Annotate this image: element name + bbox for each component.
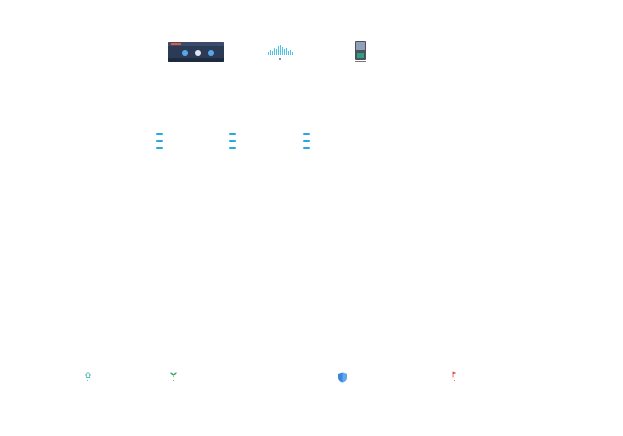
plant-icon[interactable] [170, 372, 177, 378]
list-item[interactable]: · · [229, 144, 269, 153]
list-item[interactable]: · · [156, 144, 196, 153]
list-marker [229, 133, 236, 135]
audio-wave-icon[interactable] [268, 45, 294, 55]
flag-icon[interactable] [452, 371, 457, 378]
gauge-icon [208, 50, 214, 56]
list-column-2: · · · · · · [229, 130, 269, 153]
list-marker [156, 140, 163, 142]
list-item[interactable]: · · [303, 144, 343, 153]
list-marker [156, 133, 163, 135]
thumbnail-highlight [171, 43, 181, 45]
list-item[interactable]: · · [156, 137, 196, 146]
list-marker [303, 147, 310, 149]
list-item[interactable]: · · [303, 130, 343, 139]
list-item[interactable]: · · [229, 130, 269, 139]
gauge-icon [182, 50, 188, 56]
home-indicator-dot [87, 380, 88, 381]
phone-screen [356, 42, 365, 50]
list-column-3: · · · · · · [303, 130, 343, 153]
list-marker [303, 140, 310, 142]
phone-thumbnail[interactable] [355, 41, 366, 60]
list-marker [229, 140, 236, 142]
dashboard-thumbnail[interactable] [168, 42, 224, 62]
phone-underline [355, 61, 366, 62]
phone-button [357, 53, 364, 58]
gauge-icon [195, 50, 201, 56]
shield-icon[interactable] [337, 372, 348, 383]
list-marker [156, 147, 163, 149]
list-marker [303, 133, 310, 135]
home-icon[interactable] [85, 372, 91, 378]
thumbnail-header [168, 42, 224, 46]
list-item[interactable]: · · [156, 130, 196, 139]
list-column-1: · · · · · · [156, 130, 196, 153]
plant-indicator-dot [173, 380, 174, 381]
wave-indicator-dot [279, 58, 281, 60]
list-item[interactable]: · · [303, 137, 343, 146]
list-marker [229, 147, 236, 149]
flag-indicator-dot [454, 380, 455, 381]
list-item[interactable]: · · [229, 137, 269, 146]
thumbnail-footer [168, 58, 224, 62]
